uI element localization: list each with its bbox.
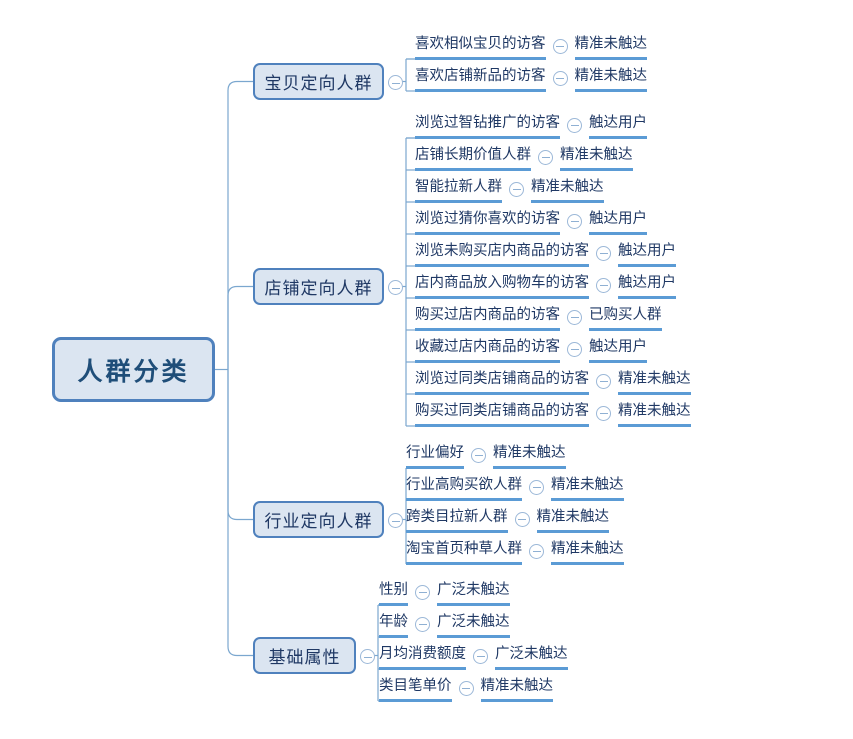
leaf-sublabel: 广泛未触达 <box>437 614 510 638</box>
leaf-sublabel: 精准未触达 <box>560 147 633 171</box>
leaf-sublabel: 触达用户 <box>589 339 647 363</box>
leaf-row[interactable]: 浏览过智钻推广的访客 触达用户 <box>415 115 647 139</box>
leaf-row[interactable]: 月均消费额度 广泛未触达 <box>379 646 568 670</box>
leaf-row[interactable]: 喜欢店铺新品的访客 精准未触达 <box>415 68 647 92</box>
leaf-label: 喜欢店铺新品的访客 <box>415 68 546 92</box>
collapse-icon[interactable] <box>415 616 430 632</box>
collapse-icon[interactable] <box>567 341 582 357</box>
leaf-label: 行业高购买欲人群 <box>406 477 522 501</box>
collapse-icon[interactable] <box>514 511 530 527</box>
leaf-row[interactable]: 淘宝首页种草人群 精准未触达 <box>406 541 624 565</box>
leaf-row[interactable]: 浏览未购买店内商品的访客 触达用户 <box>415 243 676 267</box>
branch-node-2[interactable]: 店铺定向人群 <box>253 268 384 305</box>
leaf-sublabel: 触达用户 <box>618 243 676 267</box>
leaf-sublabel: 触达用户 <box>589 211 647 235</box>
branch-node-4[interactable]: 基础属性 <box>253 637 356 674</box>
leaf-row[interactable]: 店铺长期价值人群 精准未触达 <box>415 147 633 171</box>
collapse-icon[interactable] <box>529 543 544 559</box>
leaf-label: 智能拉新人群 <box>415 179 502 203</box>
leaf-sublabel: 精准未触达 <box>618 371 691 395</box>
leaf-sublabel: 精准未触达 <box>536 509 609 533</box>
collapse-icon[interactable] <box>473 648 488 664</box>
leaf-sublabel: 触达用户 <box>589 115 647 139</box>
leaf-label: 浏览过同类店铺商品的访客 <box>415 371 589 395</box>
leaf-row[interactable]: 行业偏好 精准未触达 <box>406 445 566 469</box>
leaf-label: 购买过同类店铺商品的访客 <box>415 403 589 427</box>
leaf-label: 收藏过店内商品的访客 <box>415 339 560 363</box>
leaf-row[interactable]: 类目笔单价 精准未触达 <box>379 678 553 702</box>
leaf-row[interactable]: 收藏过店内商品的访客 触达用户 <box>415 339 647 363</box>
leaf-sublabel: 广泛未触达 <box>495 646 568 670</box>
collapse-icon[interactable] <box>596 405 611 421</box>
collapse-icon-branch-1[interactable] <box>388 75 403 90</box>
leaf-label: 浏览过猜你喜欢的访客 <box>415 211 560 235</box>
collapse-icon[interactable] <box>509 181 524 197</box>
leaf-label: 喜欢相似宝贝的访客 <box>415 36 546 60</box>
leaf-label: 淘宝首页种草人群 <box>406 541 522 565</box>
leaf-row[interactable]: 性别 广泛未触达 <box>379 582 510 606</box>
leaf-row[interactable]: 购买过同类店铺商品的访客 精准未触达 <box>415 403 691 427</box>
leaf-label: 浏览过智钻推广的访客 <box>415 115 560 139</box>
leaf-sublabel: 精准未触达 <box>574 68 647 92</box>
branch-node-3[interactable]: 行业定向人群 <box>253 501 384 538</box>
leaf-row[interactable]: 浏览过同类店铺商品的访客 精准未触达 <box>415 371 691 395</box>
leaf-label: 年龄 <box>379 614 408 638</box>
leaf-label: 类目笔单价 <box>379 678 452 702</box>
collapse-icon[interactable] <box>567 309 582 325</box>
leaf-row[interactable]: 行业高购买欲人群 精准未触达 <box>406 477 624 501</box>
root-node[interactable]: 人群分类 <box>52 337 215 402</box>
leaf-sublabel: 精准未触达 <box>493 445 566 469</box>
leaf-sublabel: 精准未触达 <box>551 541 624 565</box>
collapse-icon-branch-3[interactable] <box>388 513 403 528</box>
collapse-icon[interactable] <box>567 117 582 133</box>
branch-node-1[interactable]: 宝贝定向人群 <box>253 63 384 100</box>
leaf-label: 购买过店内商品的访客 <box>415 307 560 331</box>
leaf-label: 月均消费额度 <box>379 646 466 670</box>
collapse-icon[interactable] <box>552 70 568 86</box>
leaf-label: 跨类目拉新人群 <box>406 509 508 533</box>
collapse-icon[interactable] <box>538 149 553 165</box>
leaf-label: 浏览未购买店内商品的访客 <box>415 243 589 267</box>
leaf-sublabel: 精准未触达 <box>551 477 624 501</box>
leaf-sublabel: 已购买人群 <box>589 307 662 331</box>
leaf-sublabel: 广泛未触达 <box>437 582 510 606</box>
leaf-row[interactable]: 购买过店内商品的访客 已购买人群 <box>415 307 662 331</box>
leaf-row[interactable]: 店内商品放入购物车的访客 触达用户 <box>415 275 676 299</box>
collapse-icon[interactable] <box>471 447 486 463</box>
leaf-row[interactable]: 智能拉新人群 精准未触达 <box>415 179 604 203</box>
collapse-icon[interactable] <box>596 277 611 293</box>
leaf-row[interactable]: 喜欢相似宝贝的访客 精准未触达 <box>415 36 647 60</box>
leaf-row[interactable]: 跨类目拉新人群 精准未触达 <box>406 509 609 533</box>
leaf-sublabel: 精准未触达 <box>531 179 604 203</box>
collapse-icon[interactable] <box>596 245 611 261</box>
collapse-icon-branch-2[interactable] <box>388 280 403 295</box>
leaf-sublabel: 触达用户 <box>618 275 676 299</box>
leaf-row[interactable]: 年龄 广泛未触达 <box>379 614 510 638</box>
leaf-label: 店铺长期价值人群 <box>415 147 531 171</box>
collapse-icon-branch-4[interactable] <box>360 649 375 664</box>
collapse-icon[interactable] <box>567 213 582 229</box>
collapse-icon[interactable] <box>415 584 430 600</box>
leaf-sublabel: 精准未触达 <box>480 678 553 702</box>
leaf-sublabel: 精准未触达 <box>574 36 647 60</box>
leaf-row[interactable]: 浏览过猜你喜欢的访客 触达用户 <box>415 211 647 235</box>
leaf-label: 行业偏好 <box>406 445 464 469</box>
leaf-sublabel: 精准未触达 <box>618 403 691 427</box>
collapse-icon[interactable] <box>529 479 544 495</box>
leaf-label: 店内商品放入购物车的访客 <box>415 275 589 299</box>
collapse-icon[interactable] <box>596 373 611 389</box>
collapse-icon[interactable] <box>458 680 474 696</box>
collapse-icon[interactable] <box>552 38 568 54</box>
leaf-label: 性别 <box>379 582 408 606</box>
